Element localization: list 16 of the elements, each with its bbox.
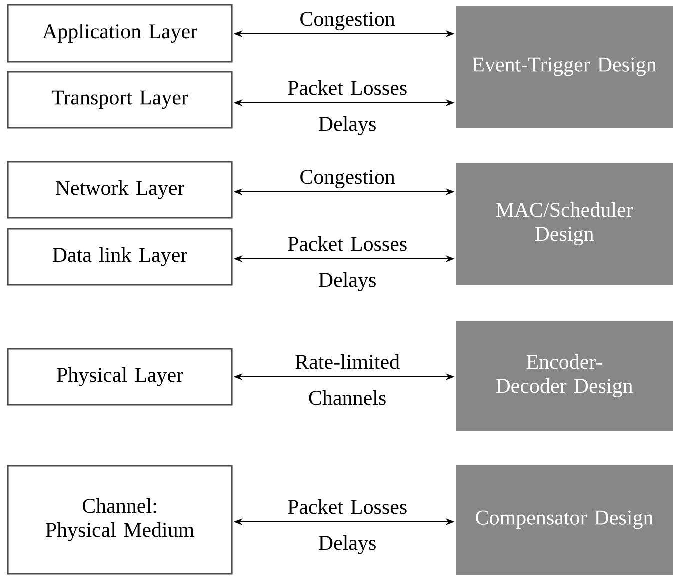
edge-label: Rate-limited Channels (296, 354, 400, 406)
layer-box: Transport Layer (7, 71, 233, 129)
design-box: MAC/Scheduler Design (456, 163, 673, 285)
design-box: Encoder-Decoder Design (456, 321, 673, 431)
layer-box: Application Layer (7, 4, 233, 63)
layer-box: Channel: Physical Medium (7, 465, 233, 575)
edge-label: Packet Losses Delays (288, 236, 407, 292)
design-box: Compensator Design (456, 465, 673, 575)
edge-label: Congestion (300, 170, 396, 189)
edge-label: Packet Losses Delays (288, 499, 407, 555)
design-box: Event-Trigger Design (456, 6, 673, 128)
layer-box: Data link Layer (7, 228, 233, 286)
edge-label: Packet Losses Delays (288, 80, 407, 136)
edge-label: Congestion (300, 12, 396, 31)
layer-box: Network Layer (7, 161, 233, 219)
layer-box: Physical Layer (7, 348, 233, 406)
